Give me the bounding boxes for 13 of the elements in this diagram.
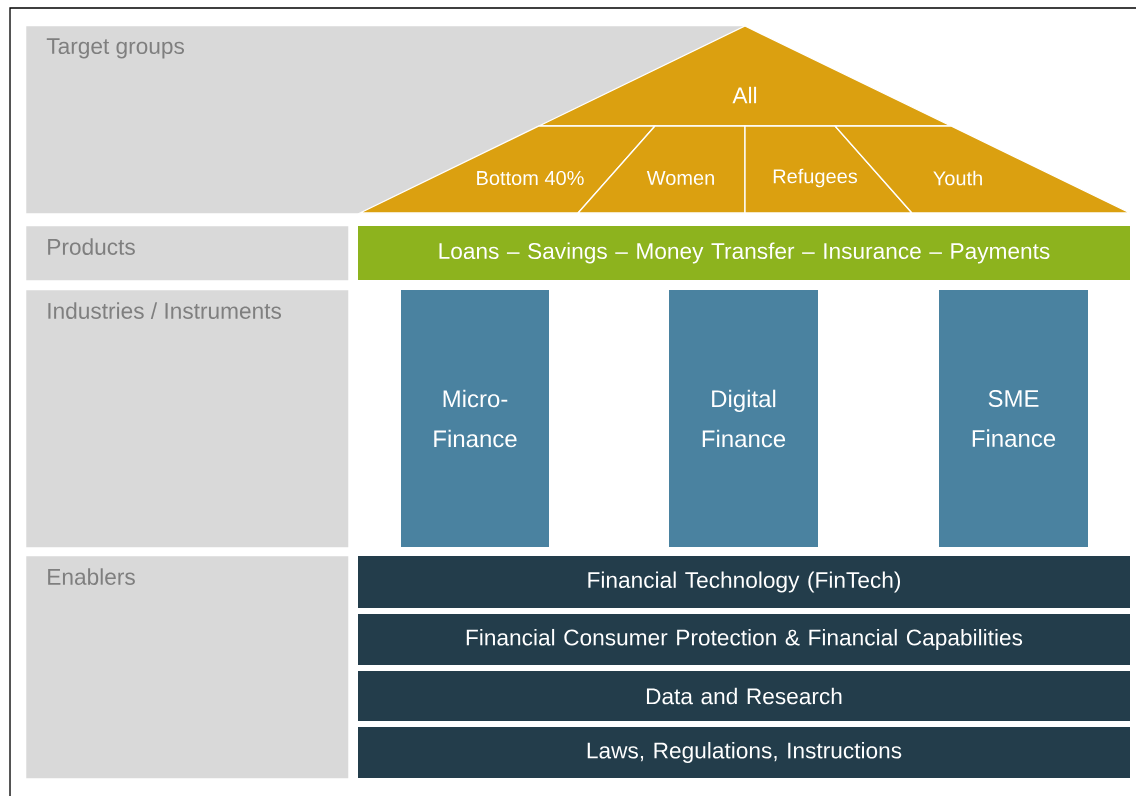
node-label: Youth — [933, 170, 982, 186]
pillar-box: SME Finance — [939, 290, 1088, 547]
pillar-box: Micro- Finance — [401, 290, 549, 547]
pillar-box: Digital Finance — [669, 290, 818, 547]
enabler-bar: Laws, Regulations, Instructions — [358, 727, 1130, 778]
row-header-band: Products — [26, 226, 349, 281]
enabler-bar: Financial Technology (FinTech) — [358, 556, 1130, 608]
enabler-bar: Data and Research — [358, 671, 1130, 721]
row-header-band: Industries / Instruments — [26, 290, 349, 548]
row-header-band: Enablers — [26, 556, 349, 779]
products-bar: Loans – Savings – Money Transfer – Insurance – Payments — [358, 226, 1130, 280]
roof-section: Refugees — [744, 125, 914, 214]
enabler-bar: Financial Consumer Protection & Financial Capabilities — [358, 614, 1130, 665]
